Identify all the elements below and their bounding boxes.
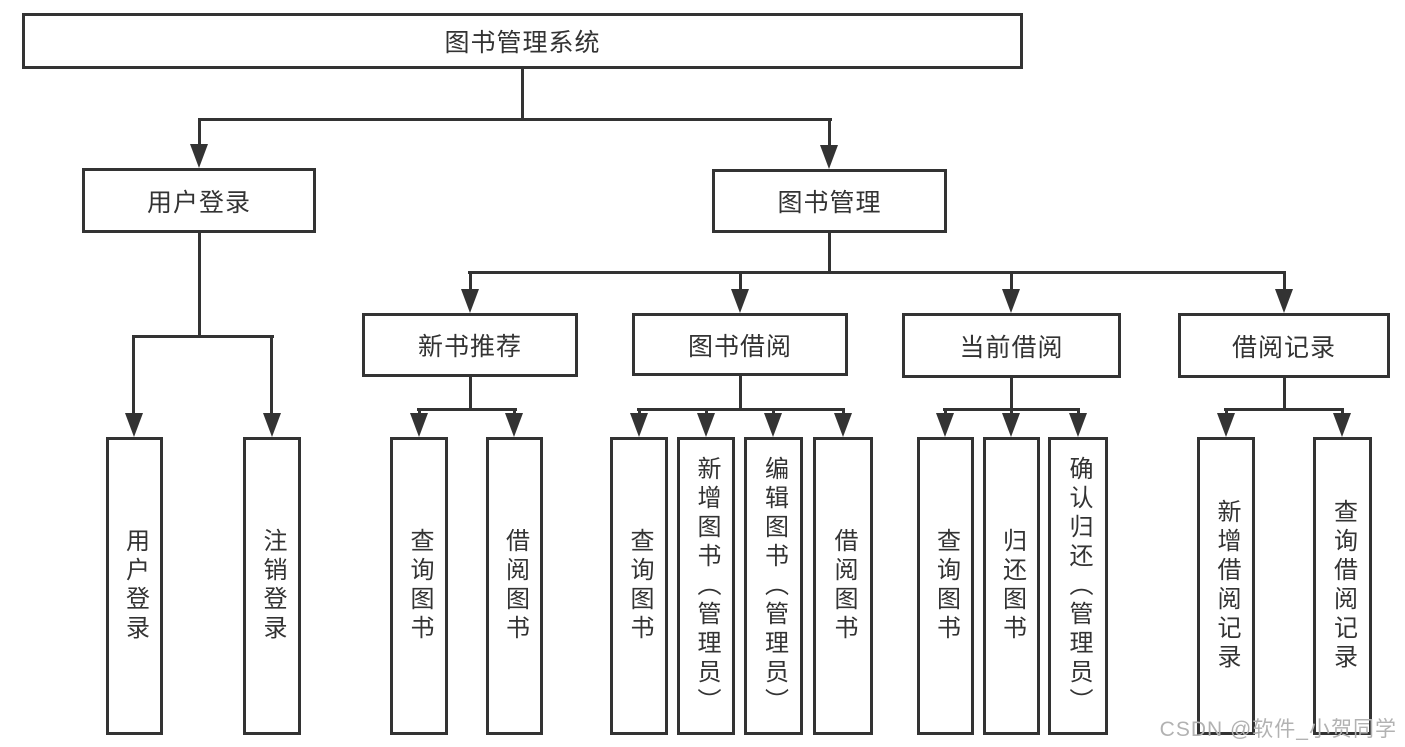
leaf-nb-query-book: 查询图书 (390, 437, 448, 735)
connector-book-management-branch (468, 271, 1286, 274)
leaf-logout: 注销登录 (243, 437, 301, 735)
arrow-down-icon (820, 145, 838, 169)
leaf-label: 归还图书 (998, 528, 1026, 644)
connector-book-borrow-branch (637, 408, 845, 411)
node-book-borrow-label: 图书借阅 (687, 332, 792, 361)
connector-stub (1225, 408, 1228, 415)
node-root: 图书管理系统 (22, 13, 1023, 69)
node-current-borrow-label: 当前借阅 (959, 333, 1064, 362)
node-borrow-records: 借阅记录 (1178, 313, 1390, 378)
arrow-down-icon (731, 289, 749, 313)
node-new-book-recommend: 新书推荐 (362, 313, 578, 377)
arrow-down-icon (1069, 413, 1087, 437)
connector-to-leaf-logout (270, 335, 273, 415)
connector-book-borrow-stem (739, 376, 742, 408)
node-root-label: 图书管理系统 (444, 29, 601, 57)
leaf-nb-borrow-book: 借阅图书 (486, 437, 543, 735)
csdn-watermark: CSDN @软件_小贺同学 (1159, 718, 1397, 741)
leaf-br-add-record: 新增借阅记录 (1197, 437, 1255, 735)
connector-stub (705, 408, 708, 415)
connector-new-book-stem (469, 377, 472, 408)
connector-stub (842, 408, 845, 415)
connector-stub (944, 408, 947, 415)
connector-new-book-branch (417, 408, 517, 411)
leaf-label: 借阅图书 (830, 528, 857, 644)
arrow-down-icon (1002, 413, 1020, 437)
arrow-down-icon (936, 413, 954, 437)
arrow-down-icon (764, 413, 782, 437)
connector-borrow-records-stem (1283, 378, 1286, 408)
leaf-bb-borrow-book: 借阅图书 (813, 437, 873, 735)
arrow-down-icon (697, 413, 715, 437)
node-book-borrow: 图书借阅 (632, 313, 848, 376)
connector-to-borrow-records (1283, 271, 1286, 290)
leaf-label: 新增图书（管理员） (693, 455, 720, 717)
leaf-label: 新增借阅记录 (1213, 499, 1240, 673)
arrow-down-icon (1217, 413, 1235, 437)
node-book-management-label: 图书管理 (777, 189, 882, 217)
connector-root-branch (198, 118, 832, 121)
node-user-login: 用户登录 (82, 168, 316, 233)
connector-current-borrow-stem (1010, 378, 1013, 408)
node-user-login-label: 用户登录 (146, 188, 251, 217)
arrow-down-icon (1002, 289, 1020, 313)
leaf-label: 用户登录 (121, 528, 149, 644)
connector-stub (638, 408, 641, 415)
connector-stub (772, 408, 775, 415)
node-borrow-records-label: 借阅记录 (1231, 333, 1336, 362)
node-book-management: 图书管理 (712, 169, 947, 233)
connector-stub (418, 408, 421, 415)
connector-user-login-stem (198, 232, 201, 335)
arrow-down-icon (630, 413, 648, 437)
leaf-user-login: 用户登录 (106, 437, 163, 735)
arrow-down-icon (505, 413, 523, 437)
connector-to-current-borrow (1010, 271, 1013, 290)
leaf-bb-edit-book-admin: 编辑图书（管理员） (744, 437, 803, 735)
leaf-label: 查询图书 (406, 528, 433, 644)
arrow-down-icon (1333, 413, 1351, 437)
leaf-label: 编辑图书（管理员） (760, 455, 788, 717)
leaf-label: 注销登录 (259, 528, 286, 644)
connector-borrow-records-branch (1224, 408, 1344, 411)
leaf-cb-confirm-return-admin: 确认归还（管理员） (1048, 437, 1108, 735)
leaf-label: 借阅图书 (501, 528, 529, 644)
leaf-bb-add-book-admin: 新增图书（管理员） (677, 437, 735, 735)
connector-to-leaf-user-login (132, 335, 135, 415)
leaf-label: 查询图书 (626, 528, 653, 644)
connector-stub (1341, 408, 1344, 415)
leaf-label: 确认归还（管理员） (1065, 455, 1092, 717)
arrow-down-icon (1275, 289, 1293, 313)
connector-to-user-login (198, 118, 201, 146)
arrow-down-icon (461, 289, 479, 313)
leaf-label: 查询图书 (932, 528, 960, 644)
connector-to-new-book (469, 271, 472, 290)
leaf-br-query-record: 查询借阅记录 (1313, 437, 1372, 735)
connector-stub (1077, 408, 1080, 415)
arrow-down-icon (125, 413, 143, 437)
node-current-borrow: 当前借阅 (902, 313, 1121, 378)
connector-to-book-borrow (739, 271, 742, 290)
connector-book-management-stem (828, 233, 831, 271)
arrow-down-icon (263, 413, 281, 437)
connector-root-stem (521, 69, 524, 118)
leaf-cb-return-book: 归还图书 (983, 437, 1040, 735)
arrow-down-icon (834, 413, 852, 437)
connector-user-login-branch (132, 335, 274, 338)
connector-to-book-management (828, 118, 831, 146)
connector-stub (1010, 408, 1013, 415)
node-new-book-recommend-label: 新书推荐 (417, 333, 522, 361)
arrow-down-icon (190, 144, 208, 168)
leaf-bb-query-book: 查询图书 (610, 437, 668, 735)
arrow-down-icon (410, 413, 428, 437)
leaf-cb-query-book: 查询图书 (917, 437, 974, 735)
connector-stub (513, 408, 516, 415)
leaf-label: 查询借阅记录 (1329, 499, 1357, 673)
